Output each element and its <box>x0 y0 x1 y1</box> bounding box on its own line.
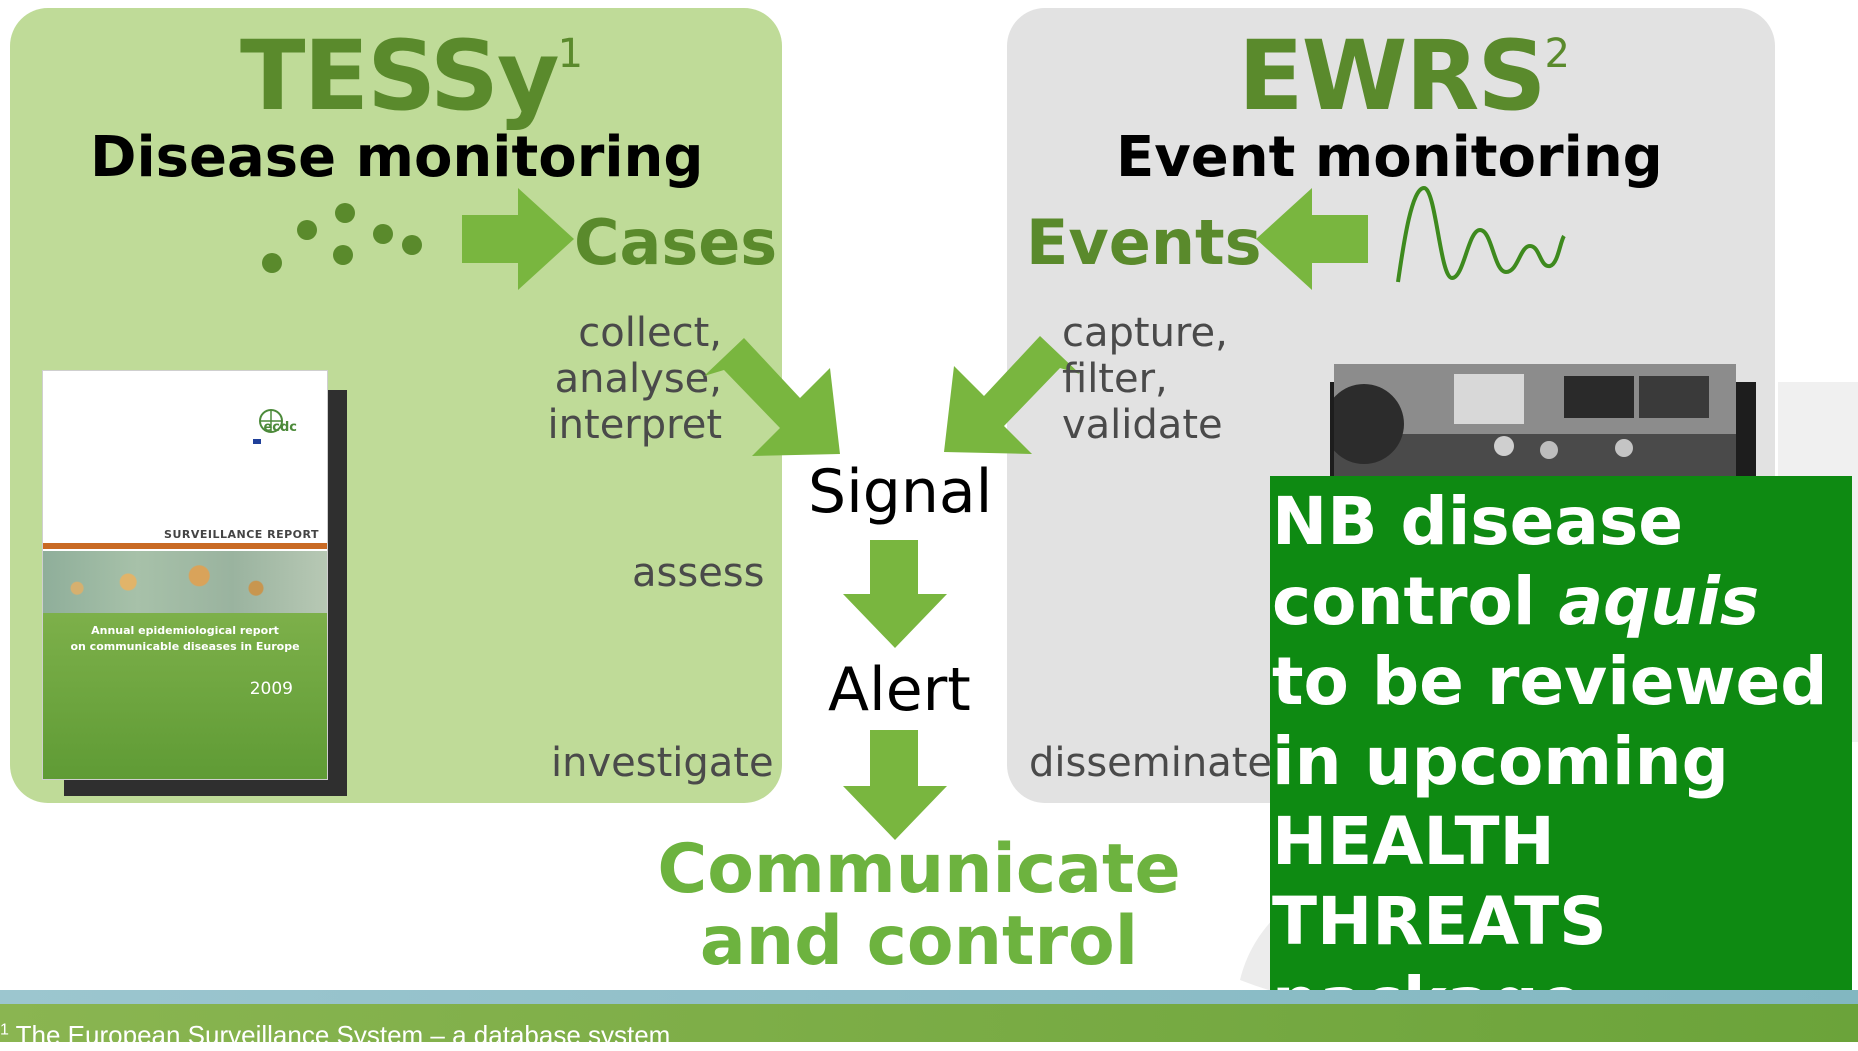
note-line3: to be reviewed <box>1272 643 1828 720</box>
footnote-mark: 1 <box>0 1021 9 1039</box>
down-arrow-icon <box>843 540 947 648</box>
surveillance-report-cover: ecdc SURVEILLANCE REPORT Annual epidemio… <box>42 370 328 780</box>
disseminate-label: disseminate <box>1029 740 1273 786</box>
note-aquis: aquis <box>1558 563 1760 640</box>
communicate-line1: Communicate <box>657 830 1181 909</box>
alert-label: Alert <box>828 655 971 725</box>
tessy-footnote-mark: 1 <box>557 31 583 77</box>
verb-analyse: analyse, <box>554 356 722 402</box>
footnote: 1 The European Surveillance System – a d… <box>0 1020 670 1051</box>
verb-filter: filter, <box>1062 356 1168 402</box>
operations-room-image <box>1334 364 1736 476</box>
communicate-line2: and control <box>699 902 1139 981</box>
footnote-text: The European Surveillance System – a dat… <box>8 1020 671 1050</box>
note-line1: NB disease <box>1272 483 1684 560</box>
cover-band <box>43 543 327 549</box>
ecdc-logo-icon <box>253 409 283 444</box>
events-label: Events <box>1026 206 1262 279</box>
verb-collect: collect, <box>578 310 722 356</box>
note-line4: in upcoming <box>1272 723 1729 800</box>
ewrs-subtitle: Event monitoring <box>1116 125 1663 190</box>
signal-wave-icon <box>1396 185 1566 283</box>
assess-label: assess <box>632 550 765 596</box>
ewrs-verbs: capture, filter, validate <box>1062 310 1228 448</box>
cover-year: 2009 <box>249 679 293 699</box>
verb-capture: capture, <box>1062 310 1228 356</box>
cases-label: Cases <box>574 206 778 279</box>
arrow-down-right-icon <box>704 338 840 456</box>
verb-validate: validate <box>1062 402 1223 448</box>
arrow-down-left-icon <box>944 336 1080 454</box>
cover-title-line2: on communicable diseases in Europe <box>70 640 300 653</box>
cover-title-line1: Annual epidemiological report <box>91 624 279 637</box>
ewrs-footnote-mark: 2 <box>1544 31 1570 77</box>
tessy-verbs: collect, analyse, interpret <box>548 310 722 448</box>
left-arrow-icon <box>1256 188 1368 290</box>
note-line2: control aquis <box>1272 563 1760 640</box>
cover-series-label: SURVEILLANCE REPORT <box>164 528 319 541</box>
down-arrow-icon <box>843 730 947 840</box>
ewrs-title: EWRS2 <box>1238 20 1570 132</box>
note-box: NB disease control aquis to be reviewed … <box>1270 476 1852 1042</box>
investigate-label: investigate <box>551 740 774 786</box>
note-line5: HEALTH <box>1272 803 1555 880</box>
note-line6: THREATS <box>1272 883 1607 960</box>
footer-band <box>0 990 1858 1004</box>
cover-microscope-image <box>43 551 327 613</box>
tessy-title: TESSy1 <box>240 20 583 132</box>
footer-green-strip <box>0 1004 1858 1042</box>
tessy-subtitle: Disease monitoring <box>90 125 704 190</box>
ecdc-logo-text: ecdc <box>263 420 297 435</box>
right-arrow-icon <box>462 188 574 290</box>
cover-green-area: Annual epidemiological report on communi… <box>43 613 327 779</box>
signal-label: Signal <box>808 457 993 527</box>
verb-interpret: interpret <box>547 402 722 448</box>
communicate-and-control: Communicate and control <box>654 834 1184 978</box>
operations-room-photo <box>1334 364 1736 476</box>
scattered-dots-icon <box>262 203 422 273</box>
